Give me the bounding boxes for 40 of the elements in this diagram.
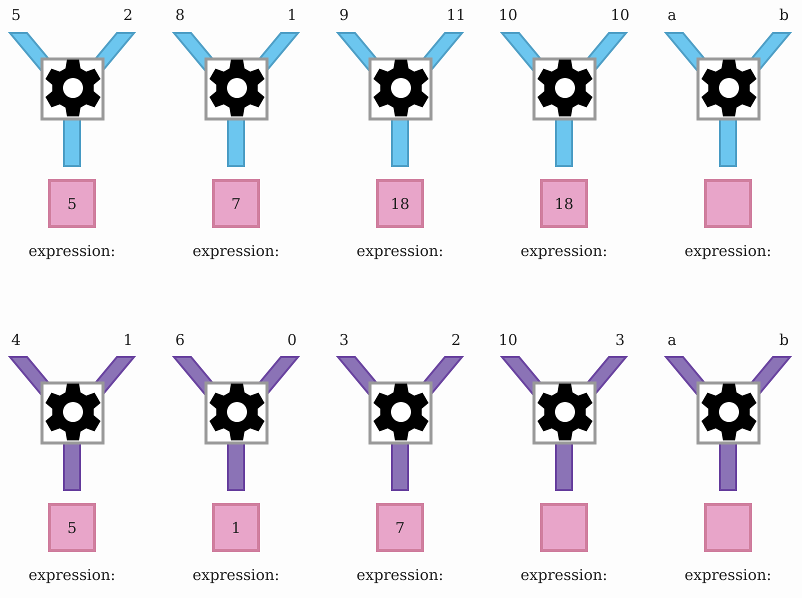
input-value: 1 bbox=[123, 331, 133, 349]
output-box: 7 bbox=[212, 179, 260, 228]
expression-label: expression: bbox=[520, 242, 608, 260]
input-value: 3 bbox=[615, 331, 625, 349]
input-value: 8 bbox=[175, 6, 185, 24]
input-value: 10 bbox=[498, 6, 518, 24]
input-value: 2 bbox=[123, 6, 133, 24]
expression-label: expression: bbox=[520, 566, 608, 584]
input-value: b bbox=[779, 6, 789, 24]
input-value: 9 bbox=[339, 6, 349, 24]
input-value: 11 bbox=[446, 6, 466, 24]
output-box: 18 bbox=[376, 179, 424, 228]
expression-label: expression: bbox=[192, 566, 280, 584]
input-value: 3 bbox=[339, 331, 349, 349]
expression-label: expression: bbox=[28, 566, 116, 584]
expression-label: expression: bbox=[684, 566, 772, 584]
expression-label: expression: bbox=[356, 242, 444, 260]
output-box: 5 bbox=[48, 503, 96, 552]
input-value: 10 bbox=[498, 331, 518, 349]
input-value: 2 bbox=[451, 331, 461, 349]
output-box: 18 bbox=[540, 179, 588, 228]
input-value: 5 bbox=[11, 6, 21, 24]
input-value: 4 bbox=[11, 331, 21, 349]
input-value: 0 bbox=[287, 331, 297, 349]
input-value: a bbox=[668, 6, 676, 24]
expression-label: expression: bbox=[356, 566, 444, 584]
output-box: 5 bbox=[48, 179, 96, 228]
input-value: b bbox=[779, 331, 789, 349]
input-value: a bbox=[668, 331, 676, 349]
expression-label: expression: bbox=[28, 242, 116, 260]
output-box: 1 bbox=[212, 503, 260, 552]
answer-box bbox=[704, 503, 752, 552]
answer-box bbox=[540, 503, 588, 552]
expression-label: expression: bbox=[684, 242, 772, 260]
answer-box bbox=[704, 179, 752, 228]
input-value: 1 bbox=[287, 6, 297, 24]
output-box: 7 bbox=[376, 503, 424, 552]
input-value: 10 bbox=[610, 6, 630, 24]
input-value: 6 bbox=[175, 331, 185, 349]
expression-label: expression: bbox=[192, 242, 280, 260]
